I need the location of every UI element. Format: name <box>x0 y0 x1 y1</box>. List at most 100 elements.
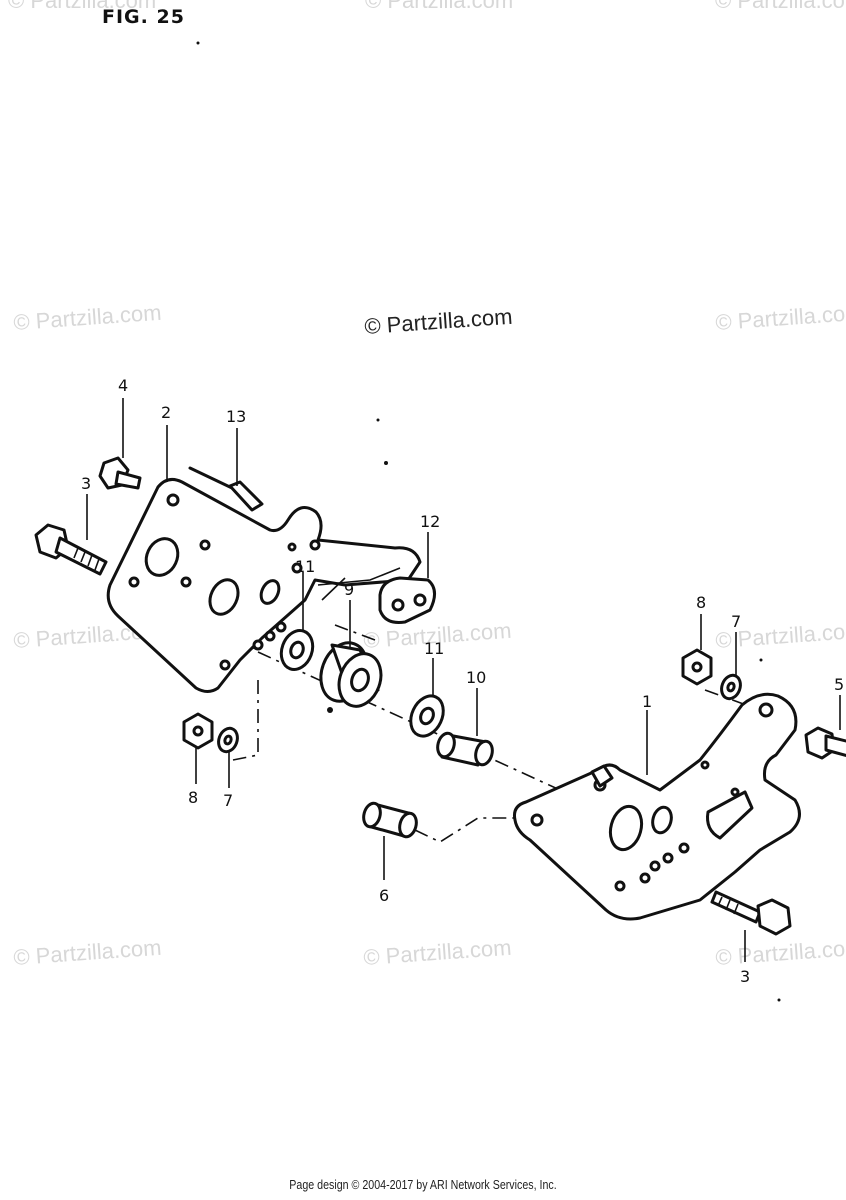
callout-4: 4 <box>118 376 128 395</box>
speck <box>376 418 380 422</box>
alignment-line <box>334 624 376 641</box>
bushing-bore <box>350 667 370 693</box>
bracket-bolt-hole <box>309 539 321 551</box>
nut-bore <box>691 661 703 673</box>
part-2-left-bracket <box>106 477 422 693</box>
collar-end <box>398 811 418 839</box>
bracket-bolt-hole <box>639 872 651 884</box>
callout-3-right: 3 <box>740 967 750 986</box>
bracket-bolt-hole <box>678 842 690 854</box>
bushing-mark <box>327 707 333 713</box>
bracket-bolt-hole <box>730 787 740 797</box>
bracket-hole-large <box>208 578 240 616</box>
bracket-bolt-hole <box>291 562 303 574</box>
nut-bore <box>192 725 204 737</box>
bracket-bolt-hole <box>199 539 211 551</box>
watermark-bottom-left: © Partzilla.com <box>13 935 163 970</box>
alignment-line <box>232 680 259 761</box>
bracket-hole <box>259 579 281 605</box>
bracket-bolt-hole <box>649 860 661 872</box>
watermark-top-left: © Partzilla.com <box>8 0 156 13</box>
leader-lines <box>86 398 841 962</box>
bracket-hole-large <box>144 537 180 577</box>
link-hole <box>391 598 405 612</box>
callout-7-left: 7 <box>223 791 233 810</box>
speck <box>384 461 388 465</box>
link-plate <box>378 576 436 624</box>
callout-1: 1 <box>642 692 652 711</box>
part-8-nut-left <box>182 712 214 750</box>
footer-copyright: Page design © 2004-2017 by ARI Network S… <box>289 1177 557 1192</box>
part-11-washer-lower <box>409 694 445 738</box>
part-10-collar <box>436 731 494 767</box>
watermark-top-center: © Partzilla.com <box>365 0 513 13</box>
bracket-bolt-hole <box>180 576 192 588</box>
part-1-right-bracket <box>513 692 801 921</box>
callout-12: 12 <box>420 512 440 531</box>
watermark-main: © Partzilla.com <box>364 304 514 339</box>
callout-10: 10 <box>466 668 486 687</box>
part-8-nut-right <box>681 648 713 686</box>
part-4-bolt <box>98 456 142 490</box>
bracket-bolt-hole <box>219 659 231 671</box>
link-hole <box>413 593 427 607</box>
callout-13: 13 <box>226 407 246 426</box>
callout-6: 6 <box>379 886 389 905</box>
part-7-washer-left <box>217 726 239 754</box>
part-12-link-plate <box>378 576 436 624</box>
part-7-washer-right <box>720 673 742 701</box>
bracket-bolt-hole <box>530 813 544 827</box>
callout-2: 2 <box>161 403 171 422</box>
part-3-bolt-left <box>34 523 108 576</box>
collar-end <box>474 739 494 767</box>
alignment-line <box>257 651 561 791</box>
bracket-hole <box>651 805 673 835</box>
bracket-bolt-hole <box>758 702 774 718</box>
bracket-bolt-hole <box>128 576 140 588</box>
figure-label: FIG. 25 <box>102 6 185 28</box>
callout-3-left: 3 <box>81 474 91 493</box>
bracket-slot-edge <box>321 577 346 601</box>
bracket-bolt-hole <box>264 630 276 642</box>
bolt-shank <box>824 734 846 758</box>
bracket-hole-large <box>608 804 644 852</box>
bracket-slot-edge <box>317 567 401 586</box>
alignment-line <box>414 817 520 843</box>
collar-end <box>362 801 382 829</box>
part-6-collar <box>362 801 418 839</box>
bracket-nut <box>590 764 614 788</box>
callout-11-upper: 11 <box>295 557 315 576</box>
part-5-bolt <box>804 726 846 760</box>
callouts: 4 2 13 3 12 11 9 11 10 8 7 1 5 8 7 6 3 <box>81 376 844 986</box>
bolt-thread <box>717 896 739 915</box>
bracket-bolt-hole <box>700 760 710 770</box>
bracket-slot <box>706 790 754 840</box>
speck <box>777 998 781 1002</box>
part-3-bolt-right <box>710 890 792 936</box>
alignment-line <box>704 689 761 711</box>
speck <box>196 41 200 45</box>
bolt-shank <box>114 470 142 490</box>
collar-end <box>436 731 456 759</box>
bolt-head <box>756 898 792 936</box>
washer-inner <box>223 734 233 746</box>
bracket-bolt-hole <box>166 493 180 507</box>
bolt-thread <box>73 547 100 571</box>
part-11-washer-upper <box>279 629 315 671</box>
callout-8-right: 8 <box>696 593 706 612</box>
pin-head <box>228 480 264 512</box>
watermark-mid-right: © Partzilla.com <box>715 300 846 335</box>
washer-inner <box>726 681 736 693</box>
callout-8-left: 8 <box>188 788 198 807</box>
bracket-bolt-hole <box>275 621 287 633</box>
bolt-shank <box>54 536 108 576</box>
speck <box>759 658 763 662</box>
watermark-bottom-center: © Partzilla.com <box>363 935 513 970</box>
watermark-mid-left: © Partzilla.com <box>13 300 163 335</box>
washer-inner <box>289 640 305 660</box>
bracket-bolt-hole <box>662 852 674 864</box>
part-9-bushing <box>319 641 383 713</box>
callout-7-right: 7 <box>731 612 741 631</box>
pin-shank <box>188 466 234 490</box>
